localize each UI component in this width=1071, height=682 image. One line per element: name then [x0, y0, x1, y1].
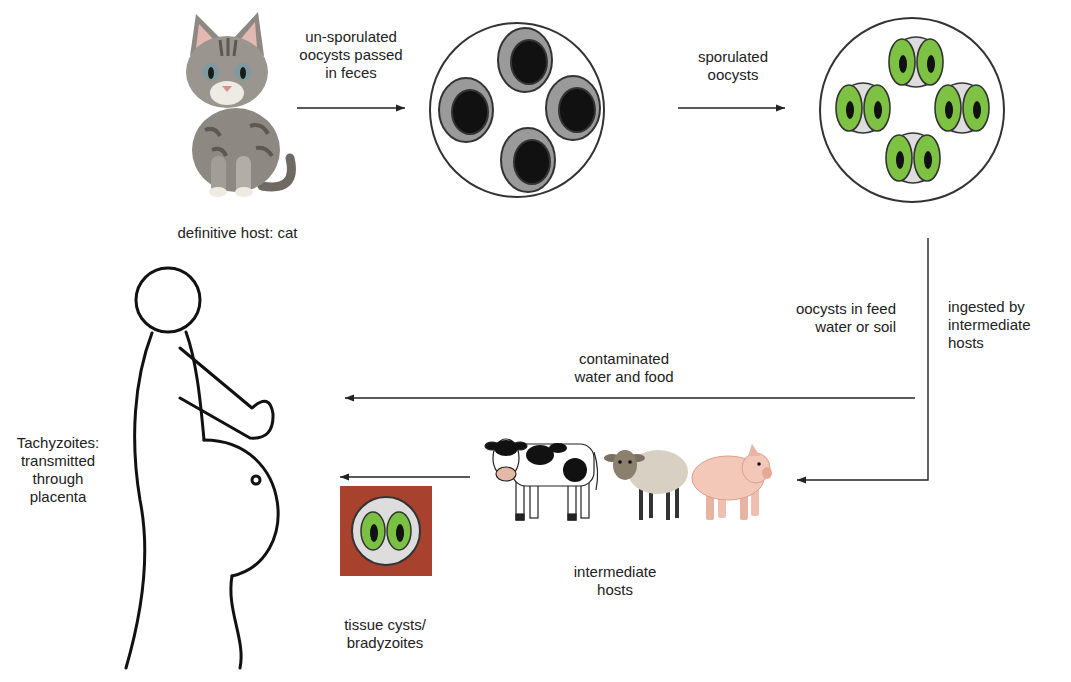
sporulated-oocysts — [820, 18, 1004, 202]
kitten-picture — [222, 86, 232, 92]
kitten-picture — [235, 63, 251, 81]
pregnant-woman-figure — [180, 348, 273, 438]
step-label: sporulated oocysts — [688, 48, 778, 84]
unsporulated-oocysts — [439, 78, 493, 142]
sheep-picture — [628, 450, 688, 494]
sporulated-oocysts — [917, 39, 943, 85]
tissue-cyst-picture — [361, 512, 385, 550]
flow-arrow — [297, 107, 405, 108]
pig-picture — [748, 444, 760, 456]
pig-picture — [757, 462, 761, 466]
kitten-picture — [186, 36, 268, 108]
tissue-cyst-picture — [396, 524, 404, 542]
sporulated-oocysts — [945, 101, 953, 119]
pregnant-woman-figure — [204, 440, 278, 576]
unsporulated-oocysts — [546, 76, 600, 140]
unsporulated-oocysts — [430, 23, 604, 197]
unsporulated-oocysts — [501, 128, 555, 192]
pregnant-woman-figure — [231, 576, 241, 668]
step-label: contaminated water and food — [568, 350, 680, 386]
host-box: definitive host: cat — [165, 15, 310, 250]
host-box: intermediate hosts — [470, 425, 760, 605]
kitten-picture — [210, 81, 244, 105]
tissue-cyst-picture — [352, 497, 420, 565]
kitten-picture — [235, 187, 253, 197]
pregnant-woman-figure — [126, 333, 152, 668]
unsporulated-oocysts — [514, 140, 550, 184]
kitten-picture — [205, 125, 272, 156]
sporulated-oocysts — [846, 101, 854, 119]
sheep-picture — [604, 450, 688, 520]
node-label: Tachyzoites: transmitted through placent… — [3, 434, 113, 506]
pregnant-woman-figure — [136, 268, 200, 332]
unsporulated-oocysts — [559, 88, 595, 132]
cow-picture — [549, 443, 567, 453]
flow-arrow — [345, 397, 915, 398]
stage-box: tissue cysts/ bradyzoites — [335, 486, 435, 656]
sporulated-oocysts — [836, 85, 862, 131]
cow-picture — [485, 439, 598, 520]
unsporulated-oocysts — [498, 28, 552, 92]
tissue-cyst-picture — [370, 524, 378, 542]
node-label: tissue cysts/ bradyzoites — [335, 616, 435, 652]
flow-arrow — [797, 238, 928, 480]
node-label: intermediate hosts — [565, 563, 665, 599]
sporulated-oocysts — [864, 85, 890, 131]
sporulated-oocysts — [924, 151, 932, 169]
step-label: un-sporulated oocysts passed in feces — [295, 28, 407, 82]
kitten-picture — [209, 187, 227, 197]
flow-arrow — [297, 108, 928, 480]
kitten-picture — [203, 63, 219, 81]
tissue-cyst-picture — [340, 486, 432, 576]
pregnant-woman-figure — [252, 476, 260, 484]
sheep-picture — [613, 450, 637, 480]
pig-picture — [692, 444, 772, 520]
step-label: ingested by intermediate hosts — [948, 298, 1063, 352]
cow-picture — [512, 444, 594, 486]
node-label: definitive host: cat — [158, 224, 318, 242]
unsporulated-oocysts — [430, 23, 604, 197]
kitten-picture — [186, 12, 291, 197]
sporulated-oocysts — [914, 135, 940, 181]
cow-picture — [516, 514, 524, 520]
flow-arrow — [678, 107, 785, 108]
kitten-picture — [208, 67, 214, 79]
cow-picture — [594, 452, 598, 490]
tissue-cyst-picture — [340, 486, 432, 576]
host-box: Tachyzoites: transmitted through placent… — [0, 262, 340, 677]
sporulated-oocysts — [820, 18, 1004, 202]
sporulated-oocysts — [889, 39, 915, 85]
sporulated-oocysts — [973, 101, 981, 119]
pig-picture — [762, 467, 772, 479]
sporulated-oocysts — [899, 55, 907, 73]
flow-arrow — [340, 476, 470, 477]
kitten-picture — [220, 38, 236, 56]
sporulated-oocysts — [935, 85, 961, 131]
pregnant-woman-figure — [186, 332, 204, 440]
cow-picture — [563, 458, 587, 482]
cow-picture — [496, 467, 516, 481]
kitten-picture — [240, 67, 246, 79]
sporulated-oocysts — [927, 55, 935, 73]
sporulated-oocysts — [886, 135, 912, 181]
pregnant-woman-figure — [126, 268, 278, 668]
sheep-picture — [628, 460, 632, 464]
sporulated-oocysts — [896, 151, 904, 169]
sporulated-oocysts — [874, 101, 882, 119]
tissue-cyst-picture — [387, 512, 411, 550]
sheep-picture — [618, 460, 622, 464]
cow-picture — [494, 440, 518, 456]
sporulated-oocysts — [963, 85, 989, 131]
cow-picture — [568, 514, 576, 520]
unsporulated-oocysts — [511, 40, 547, 84]
unsporulated-oocysts — [452, 90, 488, 134]
step-label: oocysts in feed water or soil — [778, 300, 896, 336]
